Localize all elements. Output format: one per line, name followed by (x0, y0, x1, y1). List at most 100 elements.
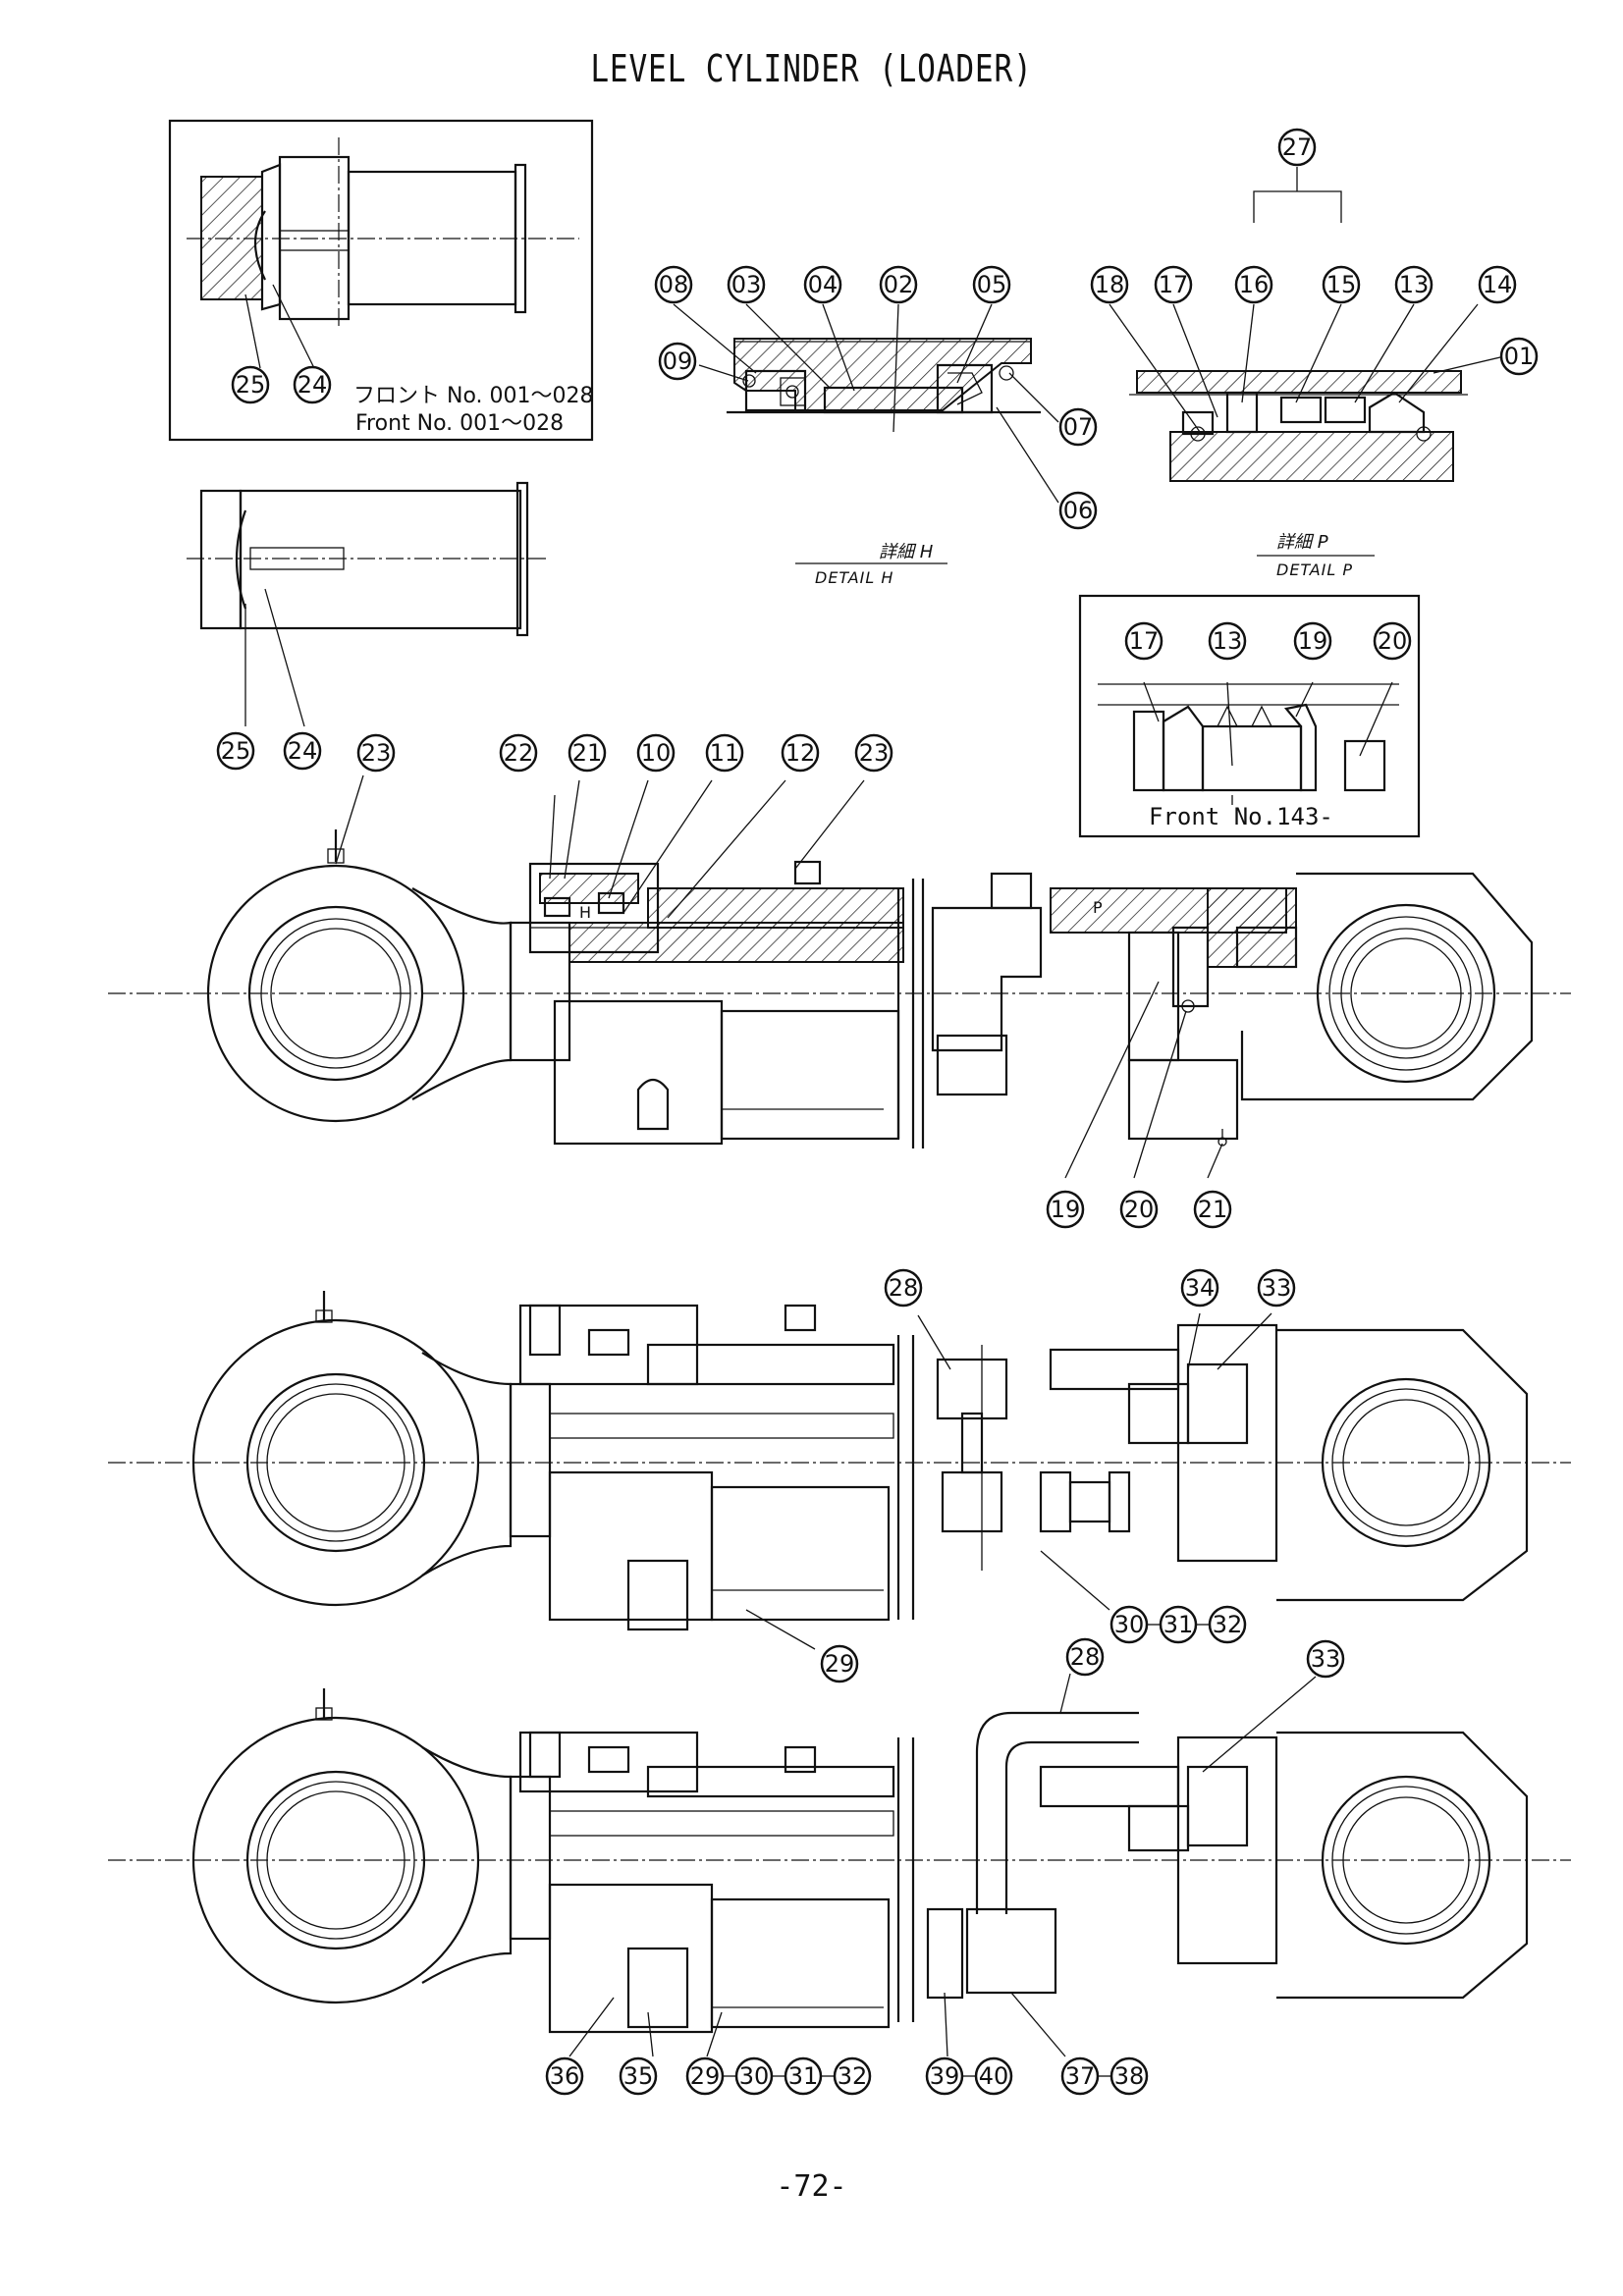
inset-front-label-en: Front No. 001〜028 (355, 411, 564, 436)
svg-text:36: 36 (550, 2062, 580, 2090)
svg-text:16: 16 (1239, 271, 1270, 298)
callout: 05 (972, 265, 1011, 304)
callout: 40 (974, 2056, 1013, 2096)
svg-text:25: 25 (221, 737, 251, 765)
svg-text:28: 28 (1070, 1643, 1101, 1671)
svg-text:18: 18 (1095, 271, 1125, 298)
svg-text:15: 15 (1326, 271, 1357, 298)
svg-text:23: 23 (859, 739, 890, 767)
detail-h-label-en: DETAIL H (815, 568, 893, 587)
callout: 31 (784, 2056, 823, 2096)
svg-text:06: 06 (1063, 497, 1094, 524)
detail-h: 詳細 H DETAIL H (673, 303, 1059, 587)
callout: 25 (216, 731, 255, 771)
callout: 38 (1109, 2056, 1149, 2096)
callout: 36 (545, 2056, 584, 2096)
svg-text:09: 09 (663, 347, 693, 375)
svg-text:01: 01 (1504, 343, 1535, 370)
svg-text:27: 27 (1282, 133, 1313, 161)
svg-text:20: 20 (1124, 1196, 1155, 1223)
callout: 24 (293, 365, 332, 404)
callout: 29 (685, 2056, 725, 2096)
page-number: -72- (776, 2169, 847, 2204)
detail-p-label-en: DETAIL P (1276, 561, 1353, 579)
svg-text:12: 12 (785, 739, 816, 767)
svg-text:33: 33 (1311, 1645, 1341, 1673)
detail-p-label-jp: 詳細 P (1276, 532, 1328, 553)
svg-text:07: 07 (1063, 413, 1094, 441)
callout: 04 (803, 265, 842, 304)
cylinder-view-1: H P (108, 774, 1571, 1179)
callout: 21 (1193, 1190, 1232, 1229)
svg-text:19: 19 (1298, 627, 1328, 655)
cylinder-view-3 (108, 1673, 1571, 2057)
callout: 32 (1208, 1605, 1247, 1644)
callout: 09 (658, 342, 697, 381)
callout: 34 (1180, 1268, 1219, 1308)
callout: 29 (820, 1644, 859, 1683)
callout: 18 (1090, 265, 1129, 304)
inset-front-label-jp: フロント No. 001〜028 (353, 384, 594, 408)
svg-text:24: 24 (288, 737, 318, 765)
svg-text:31: 31 (788, 2062, 819, 2090)
svg-text:17: 17 (1159, 271, 1189, 298)
inset-plain-rod-end (187, 481, 550, 727)
section-mark-p: P (1093, 898, 1103, 917)
inset-front-143-label: Front No.143- (1149, 803, 1333, 830)
callout: 23 (854, 733, 893, 773)
callout: 20 (1373, 621, 1412, 661)
detail-h-label-jp: 詳細 H (879, 542, 934, 562)
callout: 30 (734, 2056, 774, 2096)
svg-text:10: 10 (641, 739, 672, 767)
svg-text:05: 05 (977, 271, 1007, 298)
svg-text:37: 37 (1065, 2062, 1096, 2090)
callout: 39 (925, 2056, 964, 2096)
callout: 37 (1060, 2056, 1100, 2096)
svg-text:19: 19 (1051, 1196, 1081, 1223)
svg-text:31: 31 (1163, 1611, 1194, 1638)
svg-text:30: 30 (739, 2062, 770, 2090)
svg-text:02: 02 (884, 271, 914, 298)
callout: 21 (568, 733, 607, 773)
callout: 19 (1046, 1190, 1085, 1229)
svg-text:25: 25 (236, 371, 266, 399)
callout: 31 (1159, 1605, 1198, 1644)
svg-text:03: 03 (731, 271, 762, 298)
callout: 14 (1478, 265, 1517, 304)
svg-text:21: 21 (1198, 1196, 1228, 1223)
svg-text:11: 11 (710, 739, 740, 767)
callout: 15 (1322, 265, 1361, 304)
cylinder-view-2 (108, 1291, 1571, 1650)
callout: 11 (705, 733, 744, 773)
callout: 10 (636, 733, 676, 773)
callout: 25 (231, 365, 270, 404)
page-title: LEVEL CYLINDER (LOADER) (590, 47, 1033, 90)
callout: 23 (356, 733, 396, 773)
svg-text:32: 32 (1213, 1611, 1243, 1638)
svg-text:24: 24 (298, 371, 328, 399)
svg-text:38: 38 (1114, 2062, 1145, 2090)
callout: 07 (1058, 407, 1098, 447)
svg-text:17: 17 (1129, 627, 1160, 655)
callout: 06 (1058, 491, 1098, 530)
svg-text:13: 13 (1213, 627, 1243, 655)
svg-text:29: 29 (825, 1650, 855, 1678)
callout: 27 (1277, 128, 1317, 167)
callout: 20 (1119, 1190, 1159, 1229)
callout: 19 (1293, 621, 1332, 661)
callout: 28 (1065, 1637, 1105, 1677)
callout: 13 (1394, 265, 1434, 304)
svg-text:21: 21 (572, 739, 603, 767)
callout: 03 (727, 265, 766, 304)
callout: 33 (1257, 1268, 1296, 1308)
callout: 35 (619, 2056, 658, 2096)
callout: 17 (1154, 265, 1193, 304)
svg-text:13: 13 (1399, 271, 1430, 298)
callout: 12 (781, 733, 820, 773)
callout: 24 (283, 731, 322, 771)
callout: 02 (879, 265, 918, 304)
svg-text:08: 08 (659, 271, 689, 298)
callout: 16 (1234, 265, 1273, 304)
svg-text:20: 20 (1378, 627, 1408, 655)
